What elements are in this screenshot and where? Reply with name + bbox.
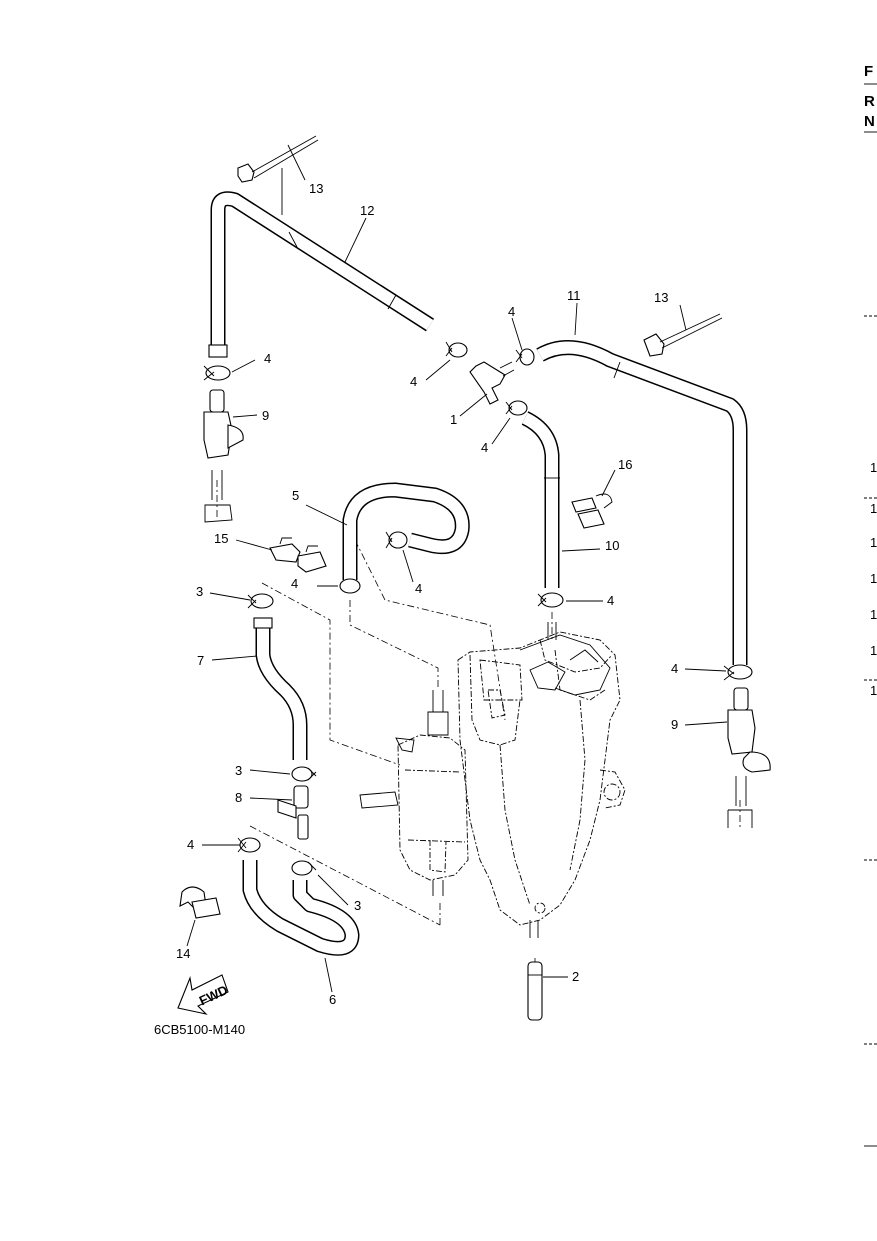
callout-1: 1: [450, 412, 457, 427]
callout-4: 4: [671, 661, 678, 676]
callout-3: 3: [354, 898, 361, 913]
callout-9: 9: [262, 408, 269, 423]
clip-4-center-c: [505, 400, 528, 416]
callout-4: 4: [264, 351, 271, 366]
clip-4-hose5: [385, 531, 408, 549]
callout-15: 15: [214, 531, 228, 546]
callout-9: 9: [671, 717, 678, 732]
hose-11: [536, 340, 748, 665]
callout-14: 14: [176, 946, 190, 961]
edge-mark: 1: [870, 571, 877, 586]
clip-4-right: [723, 664, 753, 681]
hose-clips: [203, 341, 753, 876]
hose-10: [521, 411, 560, 588]
callout-5: 5: [292, 488, 299, 503]
clip-4-left-mid: [339, 578, 361, 594]
edge-mark: 1: [870, 643, 877, 658]
callout-4: 4: [607, 593, 614, 608]
edge-mark: 1: [870, 607, 877, 622]
callout-leaders: [186, 144, 728, 993]
fuel-filter-assembly: [359, 622, 626, 938]
cable-tie-13-left: [237, 135, 319, 183]
clip-4-center-a: [445, 341, 468, 358]
connector-9-right: [727, 687, 771, 828]
callout-13: 13: [654, 290, 668, 305]
hose-12: [208, 191, 435, 358]
callout-2: 2: [572, 969, 579, 984]
hose-7: [253, 617, 308, 760]
joint-8: [277, 785, 309, 840]
callout-3: 3: [235, 763, 242, 778]
callout-4: 4: [410, 374, 417, 389]
diagram-code: 6CB5100-M140: [154, 1022, 245, 1037]
clip-3-top: [247, 593, 274, 609]
fwd-arrow-icon: FWD: [177, 974, 230, 1015]
hose-5: [342, 482, 470, 580]
edge-letter: F: [864, 63, 873, 80]
callout-4: 4: [481, 440, 488, 455]
holder-16: [571, 493, 613, 529]
callout-16: 16: [618, 457, 632, 472]
clip-4-center-b: [515, 348, 535, 366]
edge-mark: 1: [870, 501, 877, 516]
edge-letter: N: [864, 113, 875, 130]
callout-numbers: 1 2 3 3 3 4 4 4 4 4 4 4 4 4 5 6 7 8 9 9 …: [176, 181, 678, 1007]
edge-mark: 1: [870, 460, 877, 475]
holder-15: [269, 537, 327, 573]
hose-6: [242, 860, 360, 956]
edge-mark: 1: [870, 535, 877, 550]
holder-14: [179, 886, 221, 919]
callout-12: 12: [360, 203, 374, 218]
clip-3-mid: [291, 766, 317, 782]
callout-4: 4: [415, 581, 422, 596]
connector-9-left: [203, 389, 244, 523]
callout-4: 4: [187, 837, 194, 852]
clip-4-top-left: [203, 365, 231, 381]
clip-4-hose10: [537, 592, 564, 608]
joint-1: [469, 361, 515, 405]
callout-6: 6: [329, 992, 336, 1007]
tube-2: [527, 961, 543, 1021]
callout-4: 4: [291, 576, 298, 591]
callout-10: 10: [605, 538, 619, 553]
hose-12-end: [208, 344, 228, 358]
callout-4: 4: [508, 304, 515, 319]
edge-letter: R: [864, 93, 875, 110]
right-edge-fragment: F R N 1 1 1 1 1 1 1: [864, 63, 877, 1147]
cable-tie-13-right: [643, 313, 723, 357]
clip-3-low: [291, 860, 317, 876]
callout-11: 11: [567, 288, 581, 303]
callout-8: 8: [235, 790, 242, 805]
callout-13: 13: [309, 181, 323, 196]
clip-4-lower-left: [237, 837, 261, 853]
edge-mark: 1: [870, 683, 877, 698]
callout-3: 3: [196, 584, 203, 599]
callout-7: 7: [197, 653, 204, 668]
